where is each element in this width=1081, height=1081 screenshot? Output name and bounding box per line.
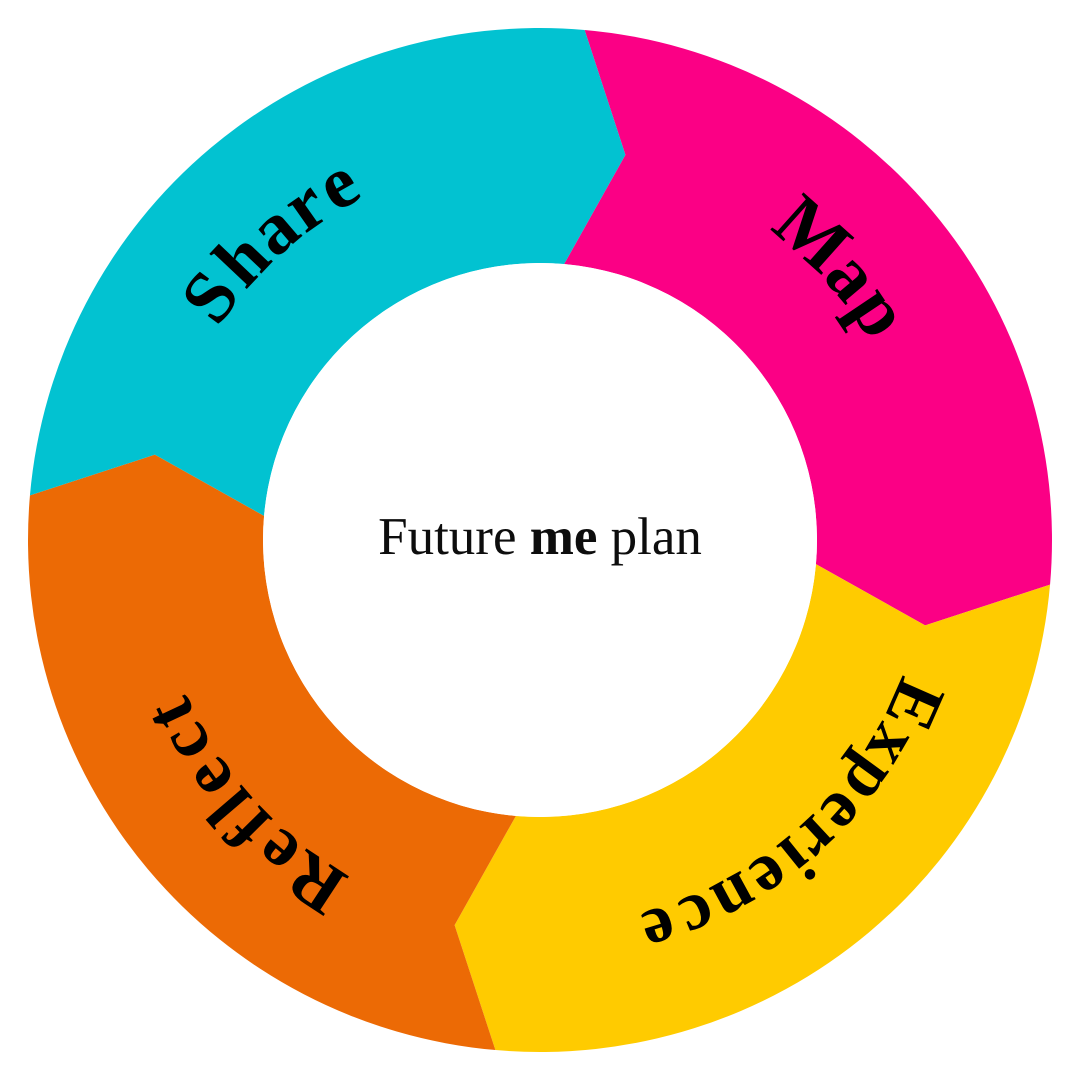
center-label-part: plan	[597, 508, 702, 566]
center-label-part: Future	[378, 508, 530, 566]
segment-shape-map[interactable]	[564, 29, 1052, 626]
center-hole	[263, 263, 817, 817]
segment-shape-reflect[interactable]	[28, 454, 516, 1051]
segment-shape-share[interactable]	[29, 28, 626, 516]
center-label-emphasis: me	[530, 508, 598, 566]
center-label: Future me plan	[378, 508, 702, 566]
segment-map[interactable]: Map	[564, 29, 1052, 626]
segment-shape-experience[interactable]	[454, 564, 1051, 1052]
